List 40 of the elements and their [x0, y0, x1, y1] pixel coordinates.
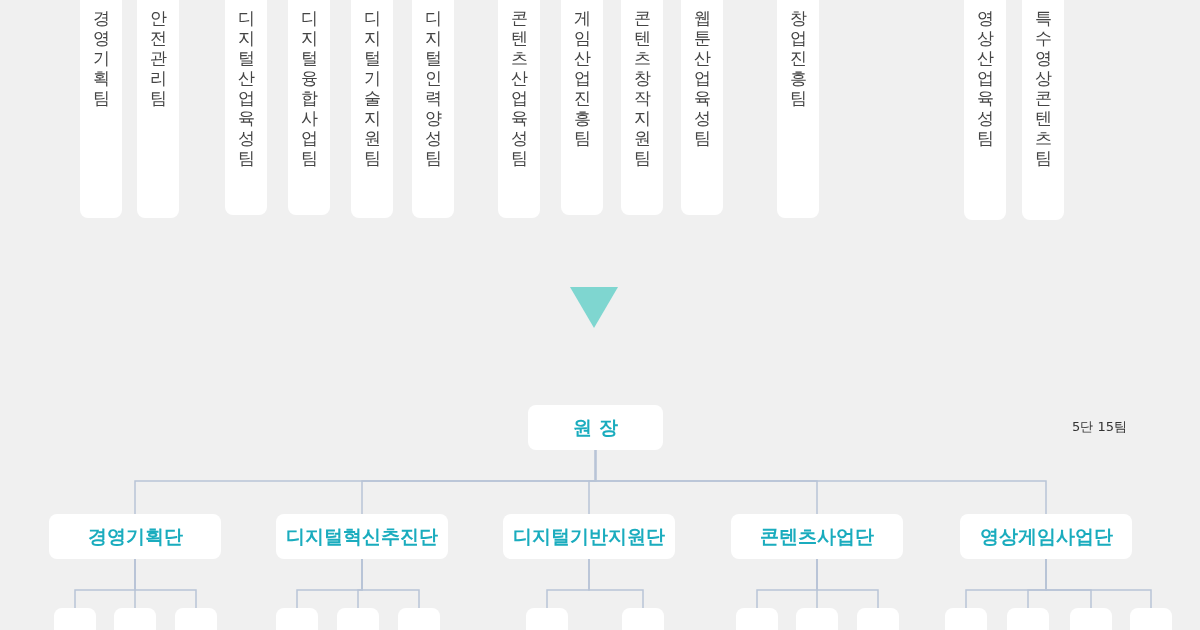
team-box [796, 608, 838, 630]
team-name: 창업진흥팀 [788, 8, 808, 108]
team-box [114, 608, 156, 630]
team-box [398, 608, 440, 630]
team-name: 게임산업진흥팀 [572, 8, 592, 148]
team-name: 안전관리팀 [148, 8, 168, 108]
director-box: 원 장 [528, 405, 663, 450]
team-box [622, 608, 664, 630]
division-box: 영상게임사업단 [960, 514, 1132, 559]
team-name: 웹툰산업육성팀 [692, 8, 712, 148]
team-box [945, 608, 987, 630]
team-box [1007, 608, 1049, 630]
team-name: 특수영상콘텐츠팀 [1033, 8, 1053, 168]
connector-line [588, 558, 644, 609]
team-box [276, 608, 318, 630]
team-box [175, 608, 217, 630]
connector-line [1045, 558, 1152, 609]
team-name: 디지털산업육성팀 [236, 8, 256, 168]
team-box [526, 608, 568, 630]
connector-line [816, 558, 879, 609]
team-box [857, 608, 899, 630]
team-name: 디지털인력양성팀 [423, 8, 443, 168]
division-box: 디지털기반지원단 [503, 514, 675, 559]
division-box: 콘텐츠사업단 [731, 514, 903, 559]
team-box [1070, 608, 1112, 630]
team-name: 콘텐츠창작지원팀 [632, 8, 652, 168]
team-name: 디지털융합사업팀 [299, 8, 319, 168]
team-name: 콘텐츠산업육성팀 [509, 8, 529, 168]
team-name: 영상산업육성팀 [975, 8, 995, 148]
division-box: 디지털혁신추진단 [276, 514, 448, 559]
division-box: 경영기획단 [49, 514, 221, 559]
team-name: 경영기획팀 [91, 8, 111, 108]
team-count-note: 5단 15팀 [1072, 418, 1127, 436]
connector-line [134, 558, 197, 609]
team-name: 디지털기술지원팀 [362, 8, 382, 168]
team-box [54, 608, 96, 630]
connector-line [361, 558, 420, 609]
team-box [337, 608, 379, 630]
team-box [736, 608, 778, 630]
team-box [1130, 608, 1172, 630]
